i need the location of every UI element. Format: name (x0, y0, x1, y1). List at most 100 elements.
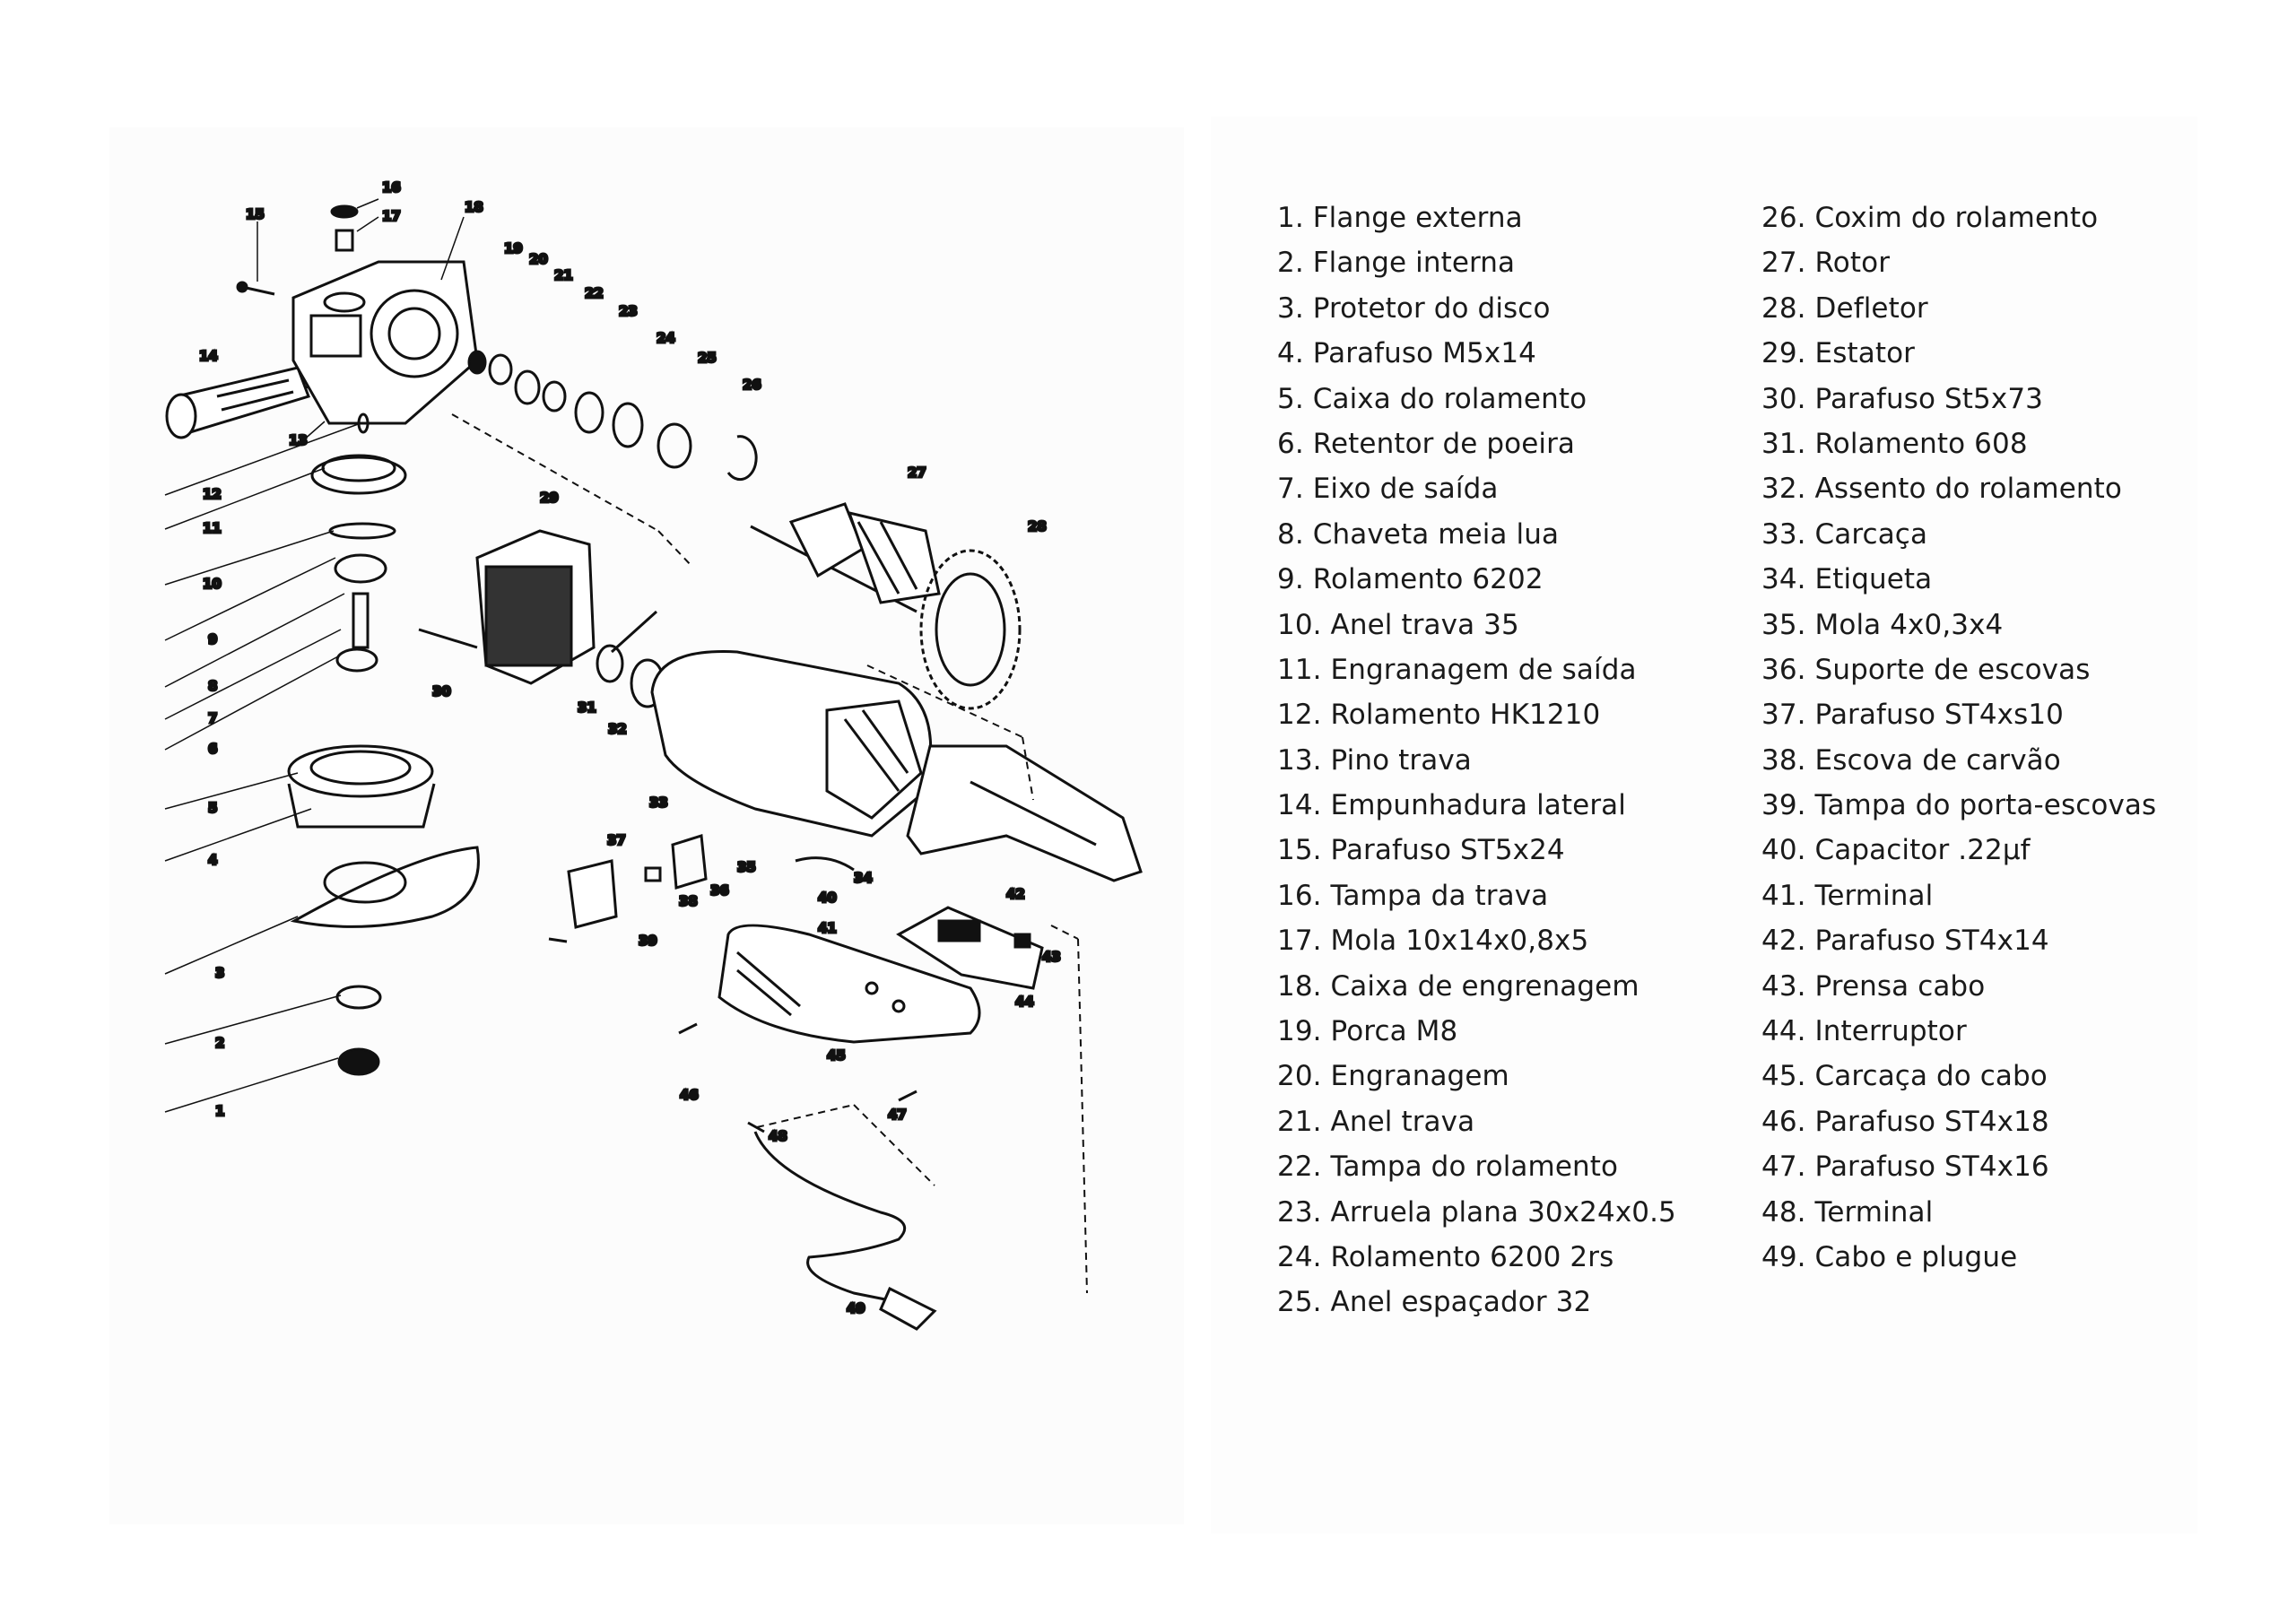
callout-35: 35 (737, 859, 756, 875)
callout-4: 4 (208, 852, 217, 868)
bearing-stack-parts (467, 350, 758, 482)
lock-parts (236, 204, 359, 296)
part-list-item: 36. Suporte de escovas (1761, 653, 2091, 686)
callout-11: 11 (203, 520, 222, 536)
part-list-item: 44. Interruptor (1761, 1015, 1967, 1048)
callout-46: 46 (680, 1087, 699, 1103)
callout-30: 30 (432, 683, 451, 699)
cable-plug-part (747, 1121, 937, 1331)
callout-6: 6 (208, 741, 217, 757)
screw-46-part (678, 1022, 698, 1035)
part-list-item: 9. Rolamento 6202 (1277, 563, 1544, 596)
part-list-item: 34. Etiqueta (1761, 563, 1933, 596)
exploded-view-diagram: 1 2 3 4 5 6 7 8 9 10 11 12 13 14 15 16 1… (164, 178, 1143, 1331)
part-list-item: 2. Flange interna (1277, 247, 1516, 280)
stator-part (418, 529, 658, 685)
callout-43: 43 (1042, 949, 1061, 965)
part-list-item: 39. Tampa do porta-escovas (1761, 789, 2157, 822)
part-list-item: 29. Estator (1761, 337, 1916, 370)
part-list-item: 26. Coxim do rolamento (1761, 202, 2099, 234)
part-list-item: 35. Mola 4x0,3x4 (1761, 608, 2004, 641)
callout-42: 42 (1006, 886, 1025, 902)
part-list-item: 45. Carcaça do cabo (1761, 1060, 2048, 1093)
label-part (795, 856, 855, 872)
gear-case-part (291, 260, 479, 425)
callout-1: 1 (215, 1103, 224, 1119)
callout-40: 40 (818, 890, 837, 906)
switch-part (896, 906, 1044, 990)
callout-25: 25 (698, 350, 717, 366)
part-list-item: 15. Parafuso ST5x24 (1277, 834, 1565, 867)
output-gear-stack (287, 413, 480, 1076)
callout-5: 5 (208, 800, 217, 816)
callout-38: 38 (679, 893, 698, 909)
assembly-guide-lines (451, 413, 1088, 1294)
callout-48: 48 (769, 1128, 787, 1144)
brush-holder-parts (548, 834, 708, 943)
part-list-item: 5. Caixa do rolamento (1277, 382, 1587, 415)
callout-34: 34 (854, 870, 873, 886)
leader-lines (164, 198, 465, 1113)
part-list-item: 27. Rotor (1761, 247, 1891, 280)
part-list-item: 8. Chaveta meia lua (1277, 517, 1560, 551)
callout-39: 39 (639, 933, 657, 949)
callout-12: 12 (203, 486, 222, 502)
part-list-item: 42. Parafuso ST4x14 (1761, 925, 2049, 958)
part-list-item: 32. Assento do rolamento (1761, 473, 2122, 506)
callout-44: 44 (1015, 994, 1034, 1010)
part-list-item: 37. Parafuso ST4xs10 (1761, 699, 2065, 732)
part-list-item: 46. Parafuso ST4x18 (1761, 1105, 2049, 1138)
part-list-item: 47. Parafuso ST4x16 (1761, 1151, 2049, 1184)
callout-33: 33 (649, 795, 668, 811)
part-list-item: 6. Retentor de poeira (1277, 427, 1576, 460)
callout-32: 32 (608, 721, 627, 737)
callout-18: 18 (465, 199, 483, 215)
parts-list-column-left: 1. Flange externa 2. Flange interna 3. Pro… (1277, 195, 1676, 1325)
callout-47: 47 (888, 1107, 907, 1123)
exploded-view-panel: 1 2 3 4 5 6 7 8 9 10 11 12 13 14 15 16 1… (109, 127, 1184, 1524)
callout-41: 41 (818, 920, 837, 936)
callout-37: 37 (607, 832, 626, 848)
callout-labels: 1 2 3 4 5 6 7 8 9 10 11 12 13 14 15 16 1… (198, 178, 1063, 1318)
part-list-item: 16. Tampa da trava (1277, 879, 1549, 912)
handle-housing-part (718, 924, 981, 1044)
part-list-item: 12. Rolamento HK1210 (1277, 699, 1601, 732)
callout-15: 15 (246, 206, 265, 222)
callout-31: 31 (578, 699, 596, 716)
callout-22: 22 (585, 285, 604, 301)
part-list-item: 4. Parafuso M5x14 (1277, 337, 1536, 370)
part-list-item: 7. Eixo de saída (1277, 473, 1499, 506)
callout-13: 13 (289, 432, 308, 448)
callout-19: 19 (504, 240, 523, 256)
callout-29: 29 (540, 490, 559, 506)
callout-14: 14 (199, 348, 218, 364)
callout-8: 8 (208, 678, 217, 694)
part-list-item: 31. Rolamento 608 (1761, 427, 2028, 460)
part-list-item: 17. Mola 10x14x0,8x5 (1277, 925, 1589, 958)
callout-7: 7 (208, 710, 217, 726)
part-list-item: 48. Terminal (1761, 1195, 1934, 1229)
callout-20: 20 (529, 251, 548, 267)
part-list-item: 1. Flange externa (1277, 202, 1523, 234)
baffle-part (919, 549, 1022, 710)
callout-26: 26 (743, 377, 761, 393)
part-list-item: 23. Arruela plana 30x24x0.5 (1277, 1195, 1676, 1229)
part-list-item: 22. Tampa do rolamento (1277, 1151, 1619, 1184)
callout-23: 23 (619, 303, 638, 319)
part-list-item: 41. Terminal (1761, 879, 1934, 912)
part-list-item: 18. Caixa de engrenagem (1277, 969, 1639, 1003)
part-list-item: 43. Prensa cabo (1761, 969, 1986, 1003)
callout-10: 10 (203, 576, 222, 592)
part-list-item: 30. Parafuso St5x73 (1761, 382, 2043, 415)
motor-housing-part (650, 650, 933, 838)
part-list-item: 40. Capacitor .22µf (1761, 834, 2031, 867)
part-list-item: 33. Carcaça (1761, 517, 1928, 551)
callout-2: 2 (215, 1035, 224, 1051)
parts-list-panel: 1. Flange externa 2. Flange interna 3. Pro… (1211, 117, 2197, 1533)
callout-36: 36 (710, 882, 729, 899)
rotor-part (750, 502, 941, 613)
part-list-item: 3. Protetor do disco (1277, 291, 1551, 325)
part-list-item: 25. Anel espaçador 32 (1277, 1286, 1592, 1319)
callout-45: 45 (827, 1047, 846, 1064)
